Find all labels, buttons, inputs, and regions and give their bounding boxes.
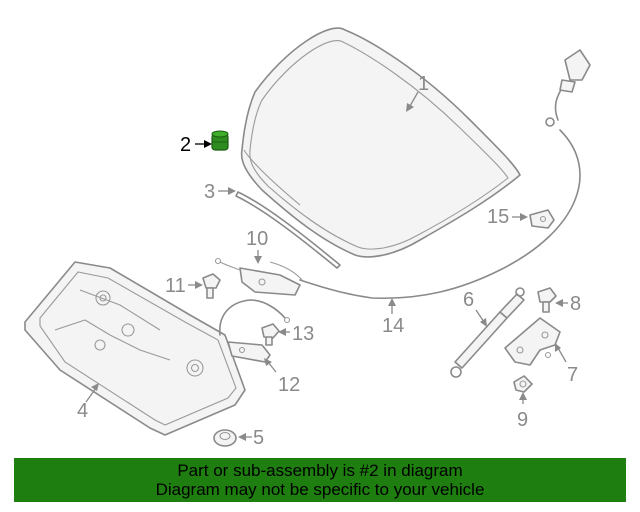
svg-text:11: 11 [165, 275, 186, 297]
callout-2: 2 [180, 134, 212, 156]
bolt-8 [537, 287, 557, 313]
bolt-11 [202, 273, 221, 299]
callout-3: 3 [204, 181, 236, 203]
hood-bumper-highlighted [211, 130, 229, 151]
grommet [213, 429, 237, 447]
svg-text:3: 3 [204, 181, 215, 203]
callout-10: 10 [246, 228, 268, 264]
callout-14: 14 [382, 298, 404, 337]
svg-text:10: 10 [246, 228, 268, 250]
hood-panel [240, 27, 521, 258]
release-handle [545, 49, 591, 127]
callout-6: 6 [463, 289, 487, 327]
callout-5: 5 [238, 427, 264, 449]
svg-text:13: 13 [292, 323, 314, 345]
hood-latch [214, 257, 303, 296]
svg-text:8: 8 [570, 293, 581, 315]
svg-text:6: 6 [463, 289, 474, 311]
callout-8: 8 [555, 293, 581, 315]
svg-text:1: 1 [418, 73, 429, 95]
svg-text:5: 5 [253, 427, 264, 449]
callout-13: 13 [278, 323, 314, 345]
safety-catch [219, 299, 291, 363]
svg-text:2: 2 [180, 134, 191, 156]
callout-1: 1 [406, 73, 429, 112]
svg-text:4: 4 [77, 400, 88, 422]
bolt-13 [261, 323, 280, 346]
parts-diagram: 1 2 3 4 5 6 7 8 9 10 [24, 27, 591, 449]
callout-11: 11 [165, 275, 203, 297]
hood-hinge [504, 317, 561, 366]
footer-line-disclaimer: Diagram may not be specific to your vehi… [155, 480, 485, 499]
svg-text:7: 7 [567, 364, 578, 386]
callout-4: 4 [77, 383, 99, 422]
hood-seal [235, 191, 341, 269]
cable-clip [529, 209, 555, 229]
hood-strut [450, 287, 525, 378]
callout-7: 7 [555, 343, 578, 386]
callout-12: 12 [264, 358, 300, 396]
nut-9 [513, 375, 533, 393]
svg-text:14: 14 [382, 315, 404, 337]
svg-text:15: 15 [487, 206, 509, 228]
footer-banner: Part or sub-assembly is #2 in diagram Di… [14, 458, 626, 502]
hood-insulator [24, 261, 246, 436]
release-cable [299, 129, 581, 300]
footer-line-part-info: Part or sub-assembly is #2 in diagram [177, 461, 463, 480]
svg-text:9: 9 [517, 409, 528, 431]
callout-15: 15 [487, 206, 528, 228]
svg-text:12: 12 [278, 374, 300, 396]
callout-9: 9 [517, 392, 528, 431]
